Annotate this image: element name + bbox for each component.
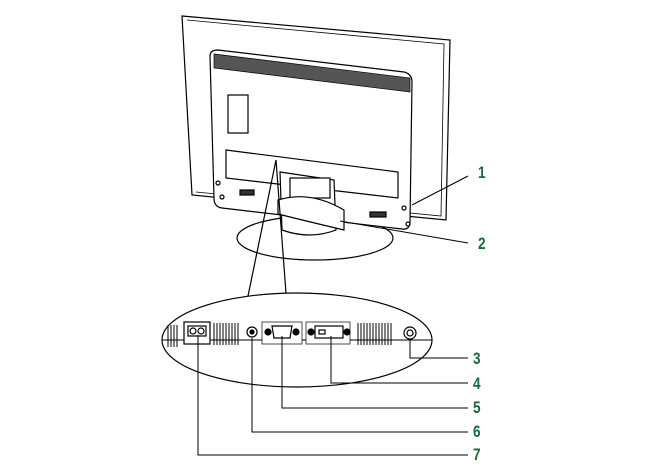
leader-lines [197, 175, 469, 456]
screw-hole [215, 180, 221, 186]
dvi-screw [307, 328, 315, 336]
side-vent-left [239, 189, 255, 196]
callout-3: 3 [473, 349, 481, 368]
callout-7: 7 [473, 445, 481, 464]
leader-line-5 [281, 336, 468, 409]
audio-jack-hole [249, 329, 255, 335]
screw-hole [219, 194, 225, 200]
callout-5: 5 [473, 398, 481, 417]
power-button [403, 326, 417, 340]
leader-line-1 [411, 175, 469, 206]
dvi-port-key [318, 329, 326, 335]
vent-grille [213, 53, 411, 93]
leader-line-6 [251, 338, 468, 433]
leader-line-4 [330, 336, 468, 384]
callout-2: 2 [478, 234, 486, 253]
leader-line-2 [339, 220, 469, 244]
dvi-screw [343, 328, 351, 336]
power-button-inner [406, 329, 414, 337]
leader-line-7 [197, 335, 468, 456]
leader-line-3 [409, 339, 468, 359]
magnifier-line-right [275, 159, 287, 294]
vga-screw [292, 328, 300, 336]
screw-hole [405, 221, 411, 227]
screw-hole [401, 205, 407, 211]
stand-hinge [277, 196, 345, 231]
label-plate [227, 94, 249, 134]
power-inlet-pin [197, 327, 205, 335]
callout-1: 1 [478, 163, 486, 182]
stand-bracket [289, 177, 331, 199]
side-vent-right [369, 211, 387, 218]
callout-6: 6 [473, 422, 481, 441]
magnifier-line-left [247, 159, 277, 297]
detail-vents [167, 323, 392, 347]
vga-screw [264, 328, 272, 336]
callout-4: 4 [473, 374, 481, 393]
connector-recess [225, 149, 399, 199]
power-inlet-pin [189, 327, 197, 335]
power-inlet-socket [187, 325, 207, 337]
vga-port [271, 325, 293, 339]
dvi-port [314, 325, 344, 339]
